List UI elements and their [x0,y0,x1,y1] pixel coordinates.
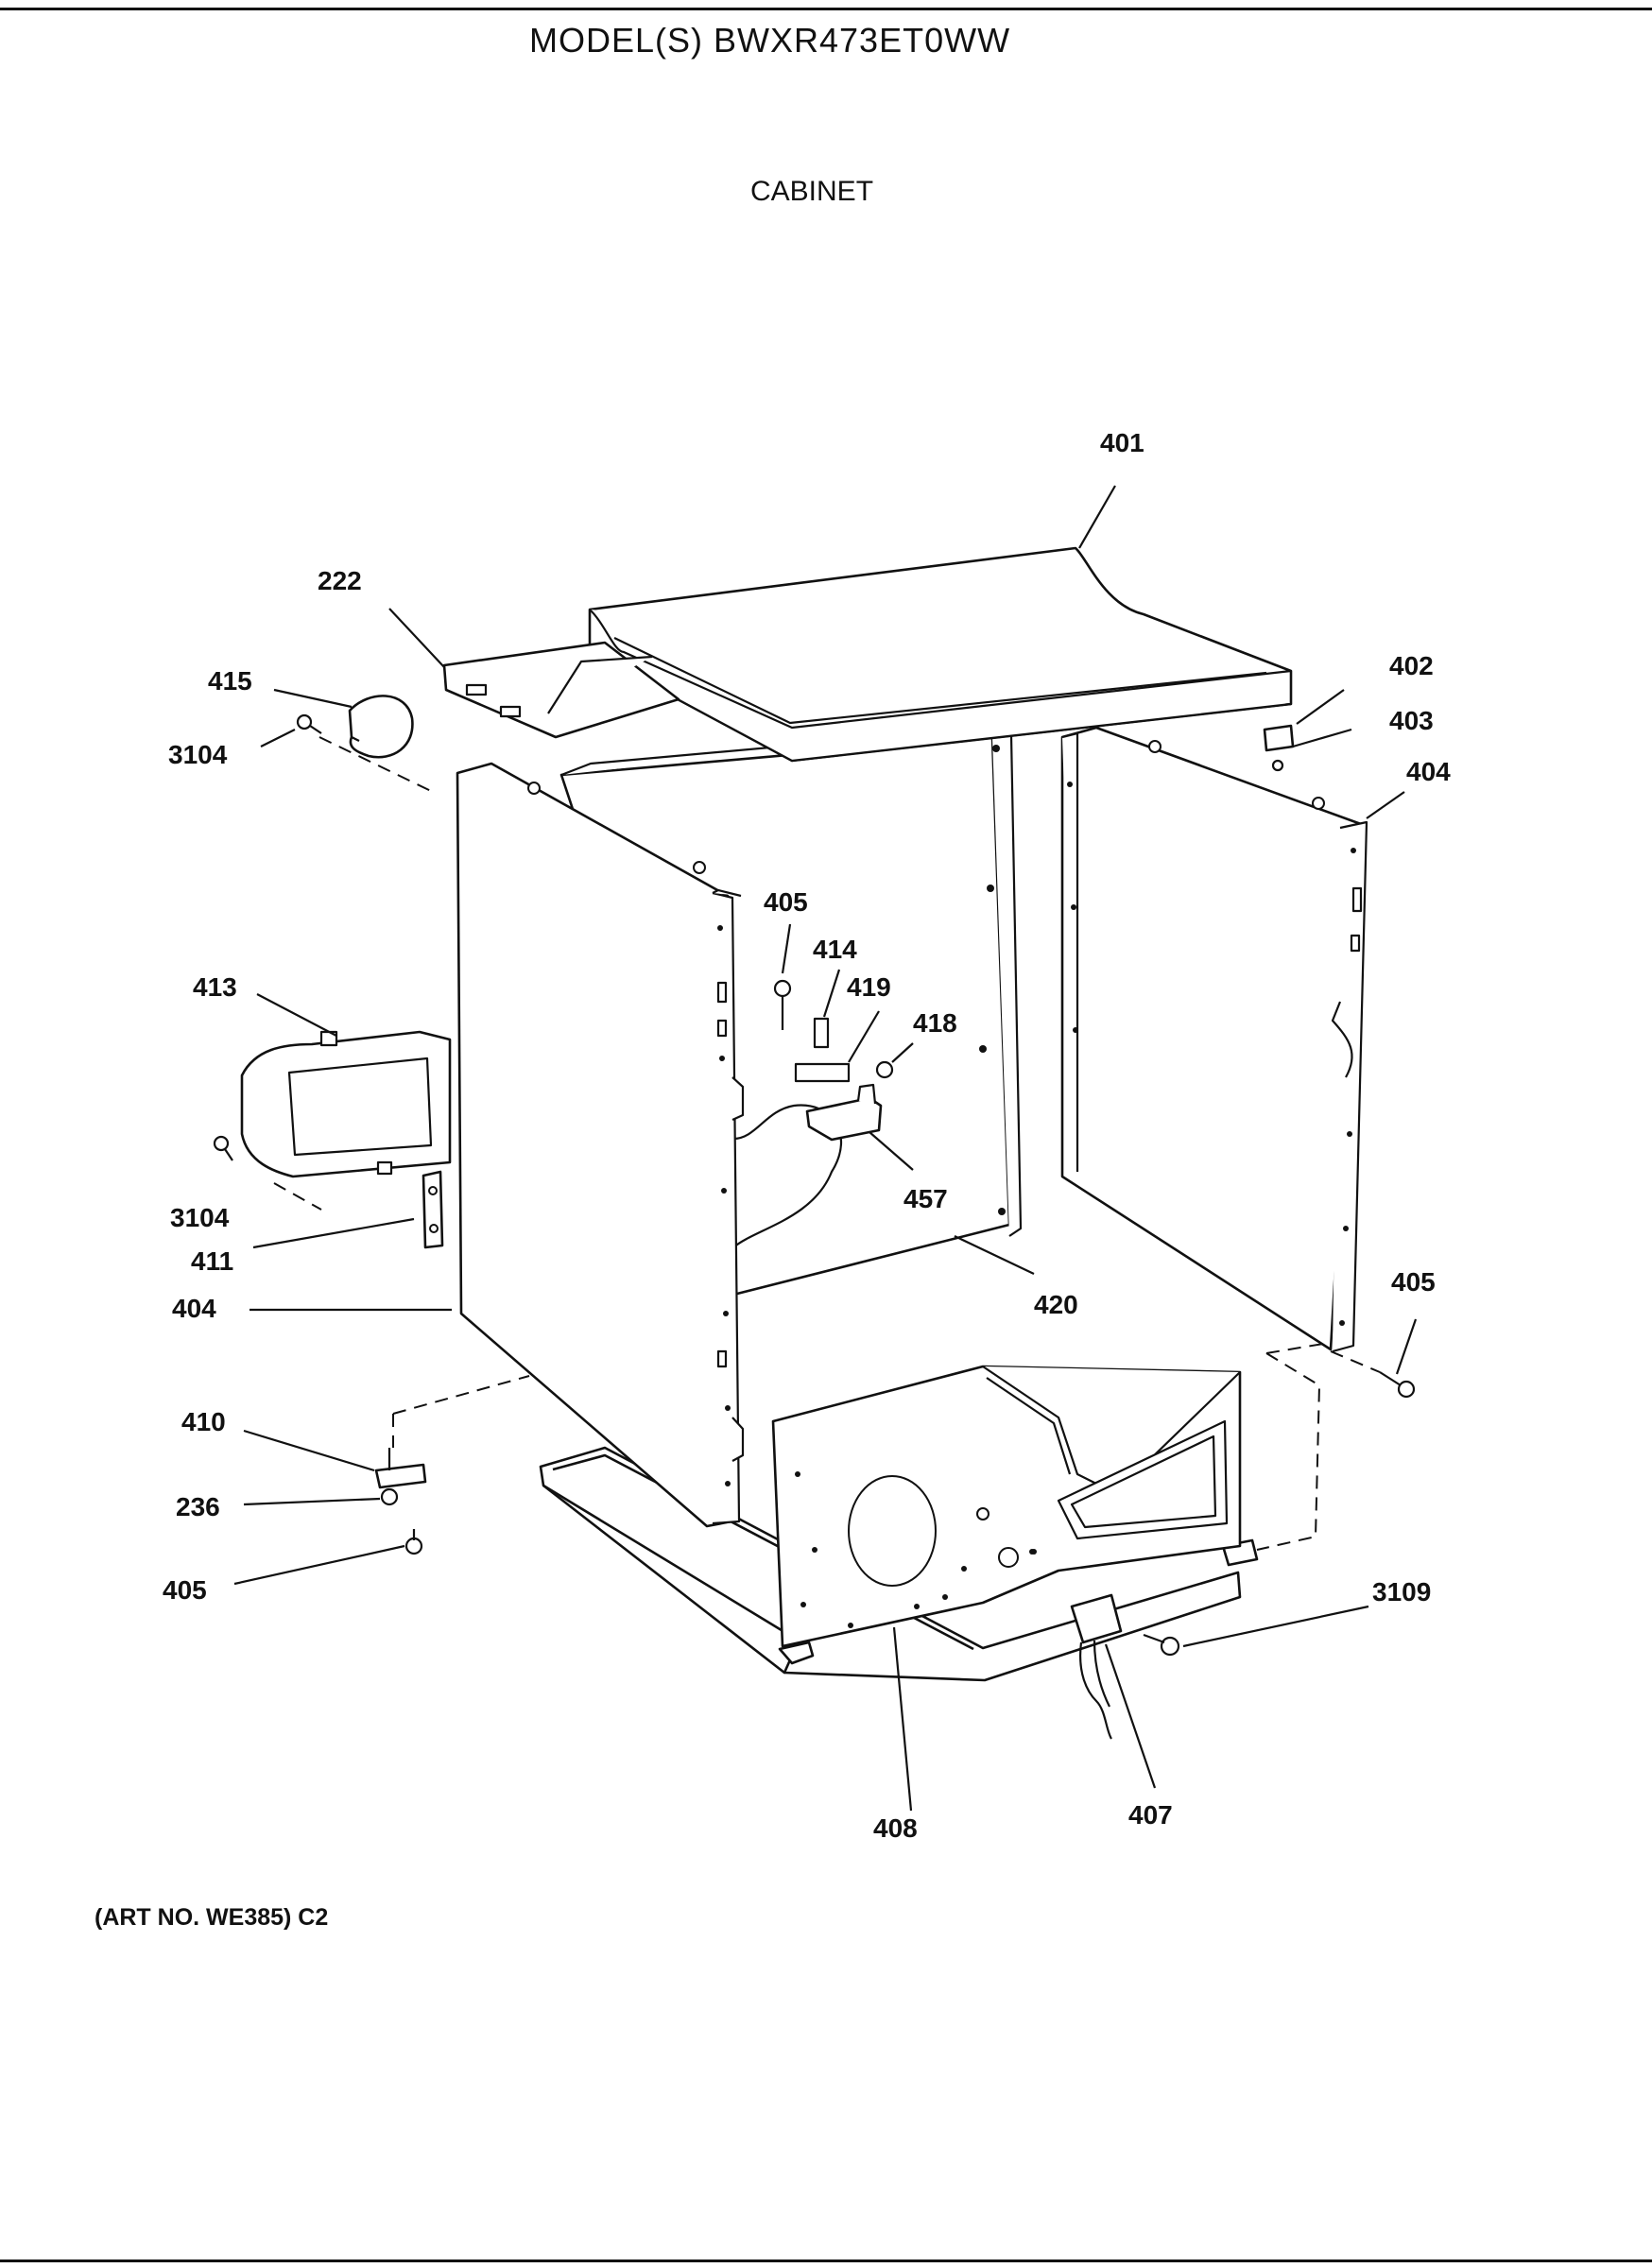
right-side-panel-404 [1060,726,1368,1353]
callout-419: 419 [847,972,891,1002]
callout-401: 401 [1100,428,1144,457]
leader-lines [233,485,1418,1812]
top-cover-401 [588,546,1293,763]
callout-420: 420 [1034,1290,1078,1319]
callout-404-right: 404 [1406,757,1451,786]
door-switch-411 [422,1170,444,1249]
art-number: (ART NO. WE385) C2 [95,1904,329,1931]
callout-labels: 401 222 415 3104 402 403 404 405 414 419… [163,428,1451,1843]
callout-402: 402 [1389,651,1434,680]
callout-405-right: 405 [1391,1267,1436,1297]
callout-222: 222 [318,566,362,595]
callout-408: 408 [873,1813,918,1843]
callout-407: 407 [1128,1800,1173,1830]
left-side-panel-404 [456,762,745,1528]
callout-404-left: 404 [172,1294,216,1323]
callout-457: 457 [903,1184,948,1213]
callout-236: 236 [176,1492,220,1521]
callout-410: 410 [181,1407,226,1436]
callout-3104-mid: 3104 [170,1203,230,1232]
section-title: CABINET [750,176,874,207]
top-rule [0,8,1652,10]
model-title: MODEL(S) BWXR473ET0WW [529,21,1011,60]
access-panel-413 [240,1030,452,1178]
front-panel [771,1365,1242,1648]
callout-3109: 3109 [1372,1577,1431,1606]
callout-414: 414 [813,935,857,964]
callout-405-mid: 405 [764,887,808,917]
callout-3104-top: 3104 [168,740,228,769]
callout-413: 413 [193,972,237,1002]
assembly-dashed-lines [273,736,1381,1551]
callout-411: 411 [191,1246,233,1276]
callout-403: 403 [1389,706,1434,735]
callout-418: 418 [913,1008,957,1038]
rear-bracket-222 [442,641,680,739]
hardware-parts [213,713,1416,1740]
callout-415: 415 [208,666,252,696]
bottom-rule [0,2259,1652,2262]
vent-cover-415 [348,695,414,759]
callout-405-bottom: 405 [163,1575,207,1605]
